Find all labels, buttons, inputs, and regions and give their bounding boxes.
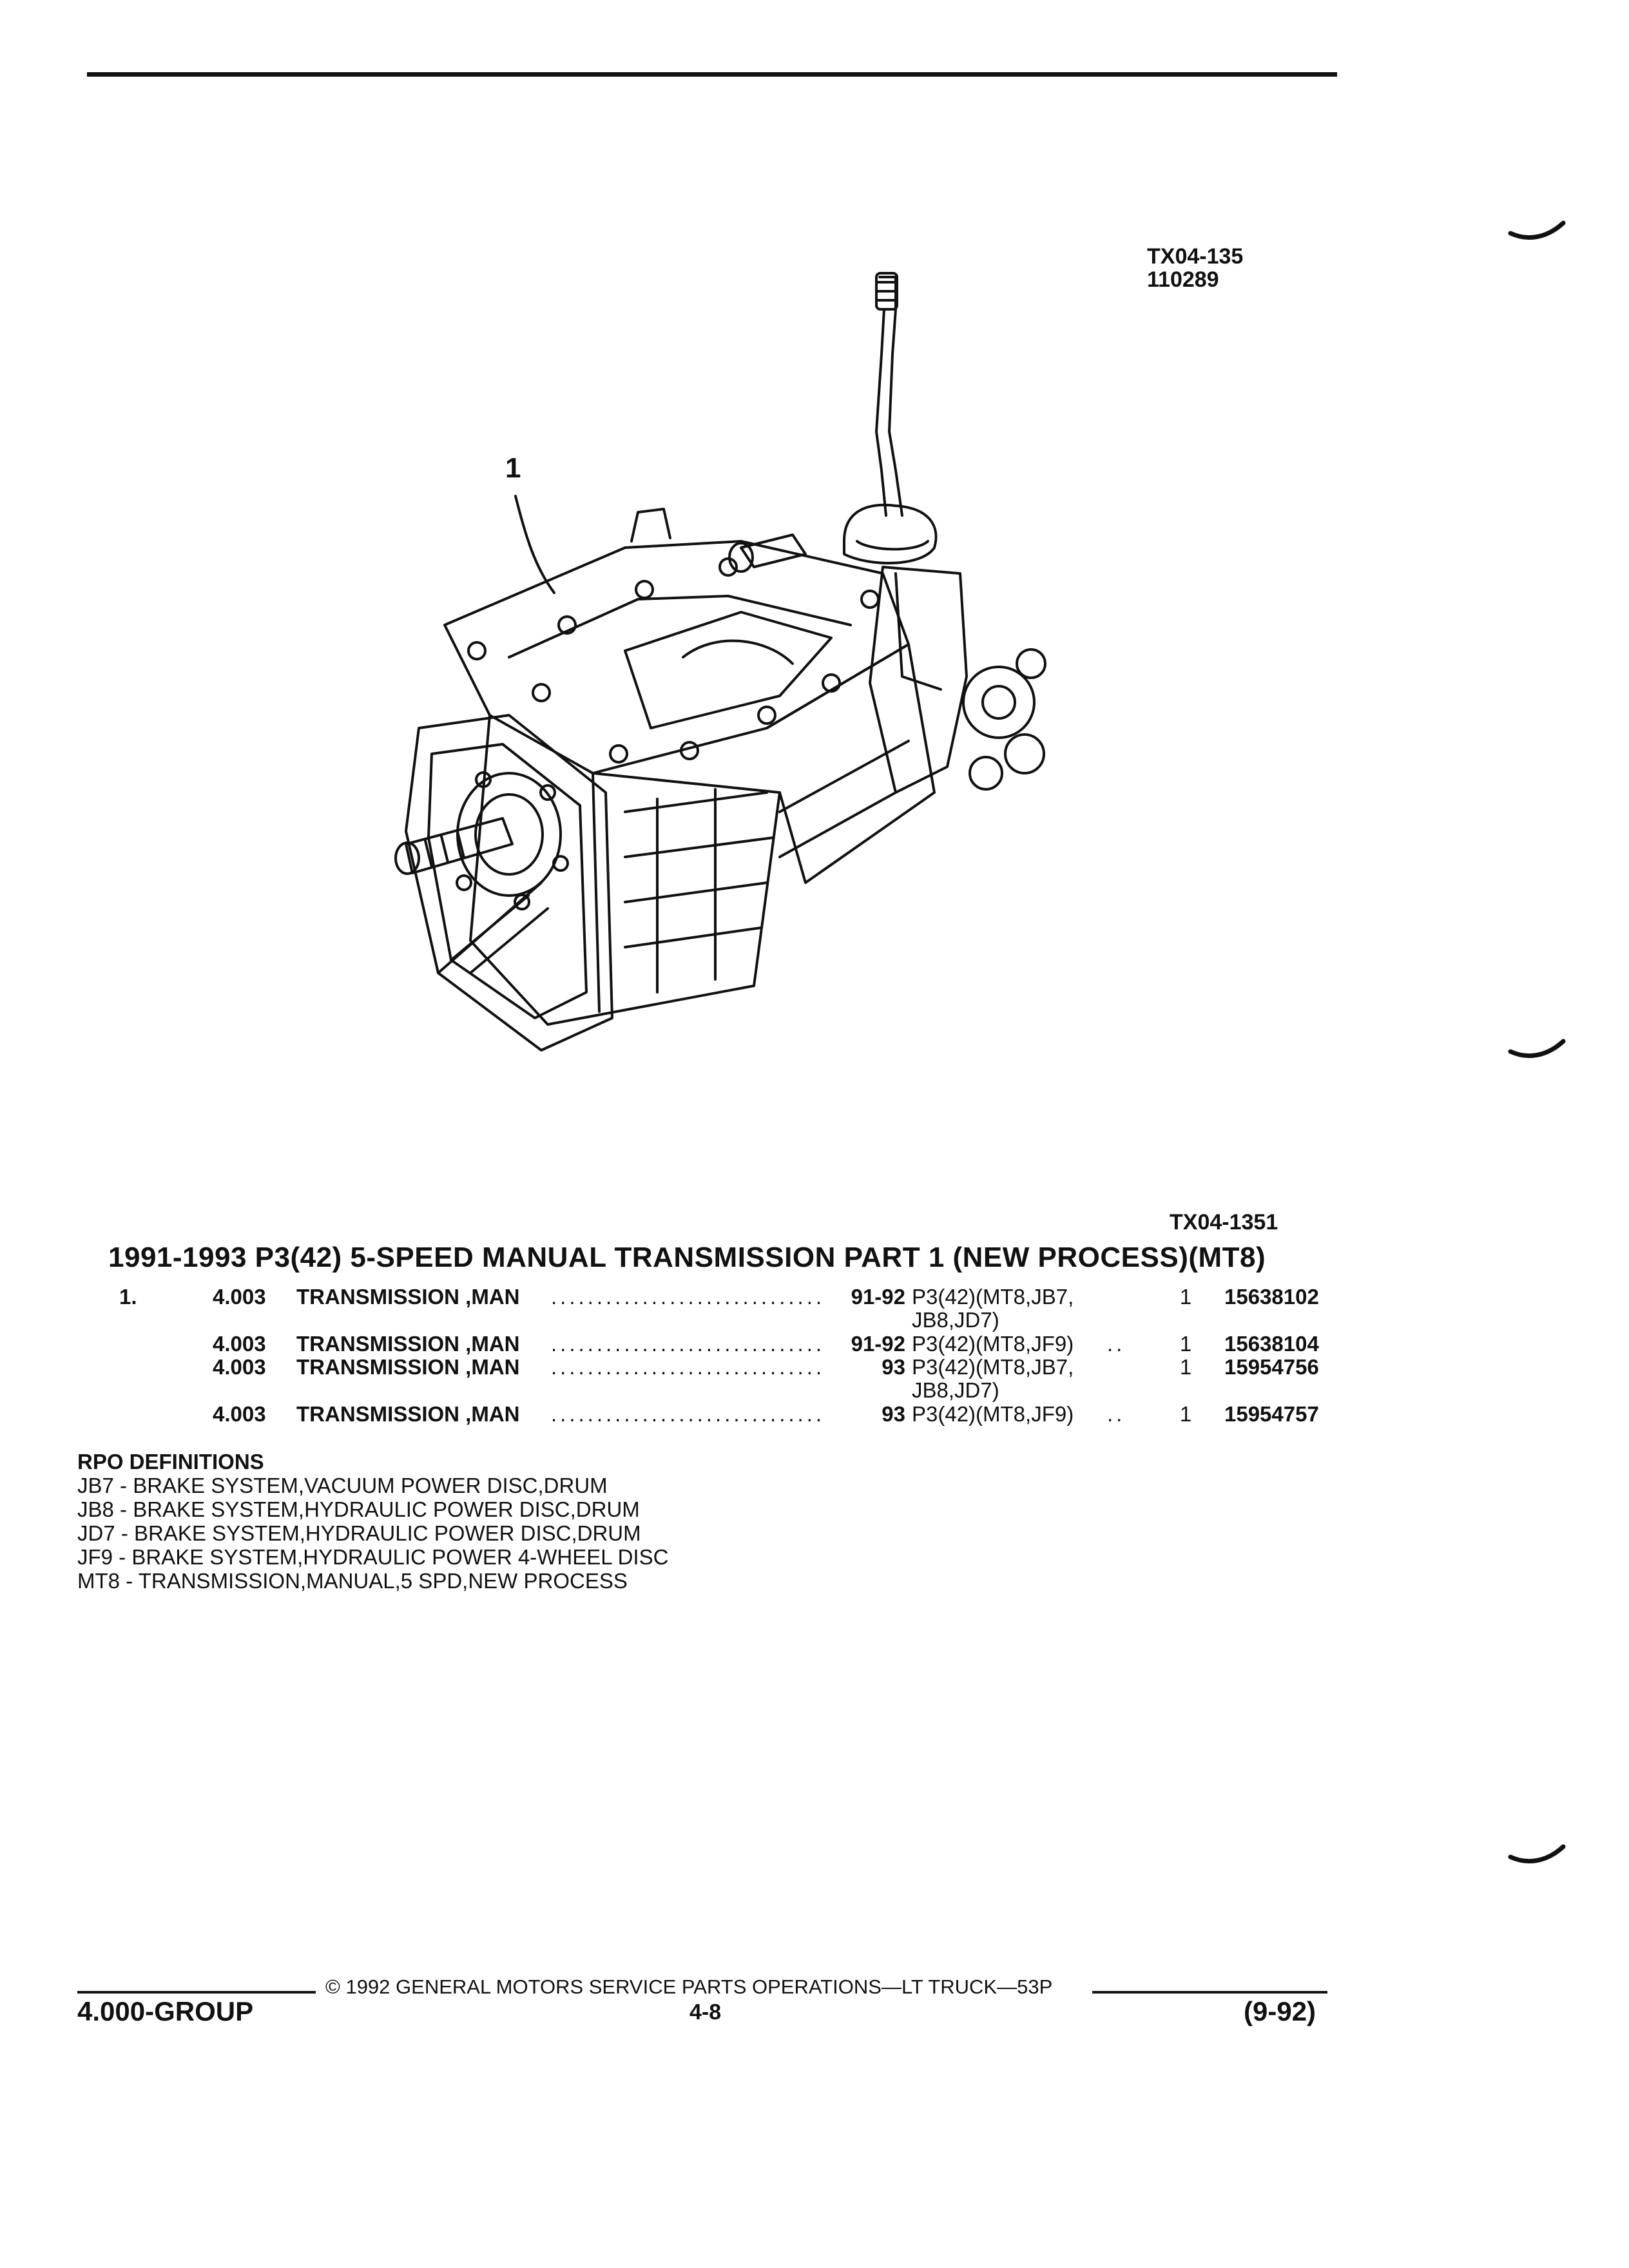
row-years: 91-92	[851, 1285, 905, 1309]
footer-revision: (9-92)	[1244, 1996, 1316, 2026]
row-part-number: 15638102	[1224, 1285, 1319, 1309]
row-application: P3(42)(MT8,JB7,	[912, 1285, 1074, 1309]
row-part-number: 15954757	[1224, 1402, 1319, 1426]
top-rule	[87, 72, 1337, 77]
rpo-item: JD7 - BRAKE SYSTEM,HYDRAULIC POWER DISC,…	[77, 1521, 641, 1545]
callout-number: 1	[505, 452, 521, 484]
row-group: 4.003	[213, 1332, 266, 1356]
row-years: 93	[882, 1355, 905, 1379]
illustration-date-code: 110289	[1147, 267, 1219, 292]
table-row: 4.003 TRANSMISSION ,MAN ................…	[0, 1403, 1629, 1426]
row-group: 4.003	[213, 1355, 266, 1379]
row-part-number: 15638104	[1224, 1332, 1319, 1356]
row-group: 4.003	[213, 1402, 266, 1426]
rpo-item: JB7 - BRAKE SYSTEM,VACUUM POWER DISC,DRU…	[77, 1474, 608, 1497]
margin-mark	[1508, 1039, 1566, 1058]
footer-rule-left	[77, 1991, 316, 1994]
illustration-code-top: TX04-135	[1147, 244, 1244, 269]
row-description: TRANSMISSION ,MAN	[296, 1332, 520, 1356]
row-part-number: 15954756	[1224, 1355, 1319, 1379]
row-years: 91-92	[851, 1332, 905, 1356]
row-application: P3(42)(MT8,JF9)	[912, 1332, 1074, 1356]
row-years: 93	[882, 1402, 905, 1426]
transmission-illustration	[394, 272, 1046, 1052]
row-application-cont: JB8,JD7)	[912, 1378, 999, 1402]
row-application-cont: JB8,JD7)	[912, 1308, 999, 1332]
row-application-dots: ..	[1107, 1402, 1126, 1426]
table-row: 4.003 TRANSMISSION ,MAN ................…	[0, 1332, 1629, 1356]
row-application: P3(42)(MT8,JB7,	[912, 1355, 1074, 1379]
footer-page-number: 4-8	[689, 2000, 722, 2024]
row-qty: 1	[1179, 1285, 1192, 1309]
table-row: 1. 4.003 TRANSMISSION ,MAN .............…	[0, 1285, 1629, 1332]
rpo-definitions: RPO DEFINITIONS JB7 - BRAKE SYSTEM,VACUU…	[77, 1450, 668, 1593]
row-leader-dots: ........................................…	[551, 1356, 822, 1379]
row-application-dots: ..	[1107, 1332, 1126, 1356]
margin-mark	[1508, 1844, 1566, 1863]
section-title: 1991-1993 P3(42) 5-SPEED MANUAL TRANSMIS…	[108, 1242, 1266, 1273]
row-application: P3(42)(MT8,JF9)	[912, 1402, 1074, 1426]
rpo-title: RPO DEFINITIONS	[77, 1450, 264, 1474]
row-leader-dots: ........................................…	[551, 1403, 822, 1426]
row-description: TRANSMISSION ,MAN	[296, 1402, 520, 1426]
row-qty: 1	[1179, 1355, 1192, 1379]
row-leader-dots: ........................................…	[551, 1285, 822, 1309]
margin-mark	[1508, 220, 1566, 240]
rpo-item: MT8 - TRANSMISSION,MANUAL,5 SPD,NEW PROC…	[77, 1569, 628, 1593]
row-qty: 1	[1179, 1332, 1192, 1356]
illustration-code-bottom: TX04-1351	[1170, 1210, 1278, 1235]
rpo-item: JB8 - BRAKE SYSTEM,HYDRAULIC POWER DISC,…	[77, 1497, 640, 1521]
row-leader-dots: ........................................…	[551, 1332, 822, 1356]
row-description: TRANSMISSION ,MAN	[296, 1285, 520, 1309]
footer-group: 4.000-GROUP	[77, 1996, 254, 2026]
row-description: TRANSMISSION ,MAN	[296, 1355, 520, 1379]
rpo-item: JF9 - BRAKE SYSTEM,HYDRAULIC POWER 4-WHE…	[77, 1545, 669, 1569]
footer-copyright: © 1992 GENERAL MOTORS SERVICE PARTS OPER…	[325, 1975, 1053, 1998]
row-qty: 1	[1179, 1402, 1192, 1426]
footer-rule-right	[1092, 1991, 1327, 1994]
row-group: 4.003	[213, 1285, 266, 1309]
row-index: 1.	[119, 1285, 137, 1309]
table-row: 4.003 TRANSMISSION ,MAN ................…	[0, 1355, 1629, 1402]
